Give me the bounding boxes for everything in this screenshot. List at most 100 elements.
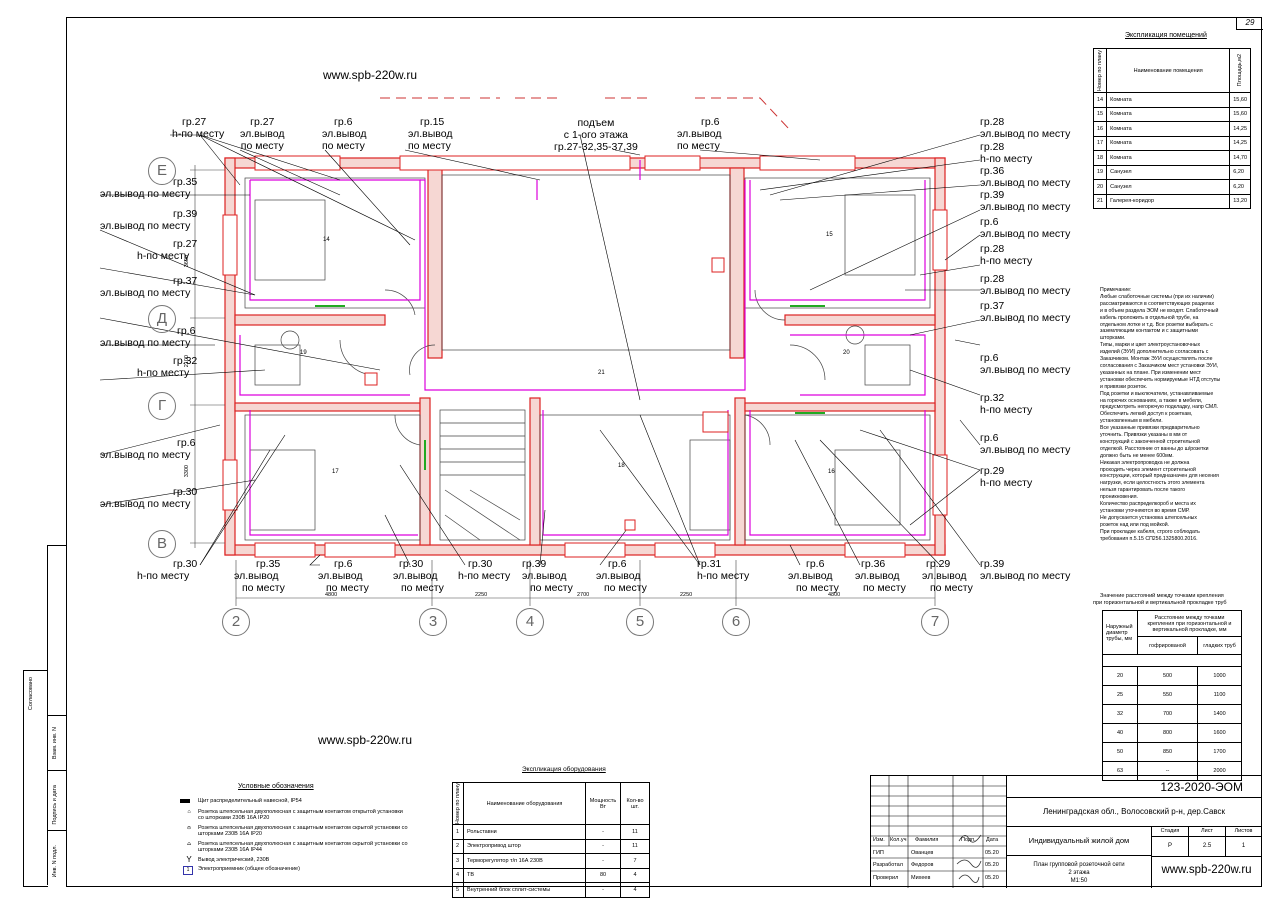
axis-marker-3: 3 — [419, 608, 447, 636]
notes-line: Под розетки и выключатели, устанавливаем… — [1100, 390, 1214, 397]
notes-line: указанных на плане. При изменении мест — [1100, 369, 1202, 376]
wet-socket-icon: ⌓ — [186, 840, 192, 847]
notes-line: согласования с Заказчиком мест установки… — [1100, 362, 1219, 369]
notes-line: требования п.5.15 СП256.1325800.2016. — [1100, 535, 1198, 542]
notes-line: Количество распределкороб и места их — [1100, 501, 1196, 508]
pipe-table-title2: при горизонтальной и вертикальной прокла… — [1093, 600, 1227, 606]
room-number: 16 — [828, 469, 835, 475]
watermark-bottom: www.spb-220w.ru — [318, 733, 413, 747]
address: Ленинградская обл., Волосовский р-н, дер… — [1007, 798, 1261, 827]
panel-icon — [180, 799, 190, 803]
site-url: www.spb-220w.ru — [1161, 864, 1252, 876]
notes-line: проходить через элемент строительной — [1100, 466, 1196, 473]
dim-bottom: 4800 — [325, 592, 338, 598]
notes-line: заземляющим контактом и с защитными — [1100, 328, 1198, 335]
notes-line: Никакая электропроводка не должна — [1100, 459, 1190, 466]
notes-line: установки обеспечить нормируемые НТД отс… — [1100, 376, 1221, 383]
notes-line: конструкции, который предназначен для не… — [1100, 473, 1219, 480]
side-stamp-cols: Взам. инв. N Подпись и дата Инв. N подл. — [47, 545, 67, 885]
notes-line: рассматриваются в соответствующих раздел… — [1100, 300, 1215, 307]
notes-line: Типы, марки и цвет электроустановочных — [1100, 342, 1201, 349]
notes-line: установки уточняются во время СМР. — [1100, 508, 1190, 514]
room-number: 18 — [618, 463, 625, 469]
notes-line: отдельном лотке и т.д. Все розетки выбир… — [1100, 321, 1213, 328]
axis-marker-v: В — [148, 530, 176, 558]
room-number: 17 — [332, 469, 339, 475]
dim-bottom: 4800 — [828, 592, 841, 598]
notes-line: и привязки розеток. — [1100, 383, 1148, 390]
notes-line: кабель проложить в отдельной трубе, на — [1100, 314, 1199, 321]
axis-marker-d: Д — [148, 305, 176, 333]
notes-line: Заказчиком. Монтаж ЭУИ осуществлять посл… — [1100, 356, 1213, 363]
notes-line: нагрузки, если целостность этого элемент… — [1100, 480, 1205, 487]
notes-line: розеток над или под мойкой. — [1100, 521, 1170, 528]
axis-marker-e: Е — [148, 157, 176, 185]
legend-item: ⌂Розетка штепсельная двухполюсная с защи… — [180, 809, 410, 822]
notes-line: нельзя гарантировать после такого — [1100, 487, 1185, 494]
sheet-frame — [66, 17, 1262, 887]
notes-line: проникновения. — [1100, 494, 1138, 501]
dim-bottom: 2250 — [475, 592, 488, 598]
notes-line: и в объем раздела ЭОМ не входят. Слабото… — [1100, 307, 1219, 314]
notes-line: Не допускается установка штепсельных — [1100, 514, 1198, 521]
dim-bottom: 2700 — [577, 592, 590, 598]
axis-marker-7: 7 — [921, 608, 949, 636]
equipment-table-title: Экспликация оборудования — [522, 766, 606, 773]
hidden-socket-icon: ⍝ — [187, 824, 191, 831]
watermark-top: www.spb-220w.ru — [323, 68, 418, 82]
axis-marker-6: 6 — [722, 608, 750, 636]
notes-line: на горючих основаниях, а также в мебели, — [1100, 397, 1203, 404]
title-block: Изм. Кол.уч Фамилия Подп. Дата ГИП Ованц… — [870, 775, 1262, 888]
pipe-table: Наружный диаметр трубы, мм Расстояние ме… — [1102, 610, 1242, 781]
notes-line: конструкций с законченной строительной — [1100, 438, 1200, 445]
legend-item: Щит распределительный навесной, IP54 — [180, 798, 410, 805]
stage-grid: Стадия Лист Листов Р 2.5 1 — [1152, 826, 1261, 857]
receiver-icon: 1 — [183, 866, 193, 875]
notes-line: шторками. — [1100, 335, 1126, 342]
open-socket-icon: ⌂ — [187, 808, 191, 815]
legend: Щит распределительный навесной, IP54 ⌂Ро… — [180, 798, 410, 875]
rooms-table: Номер по плану Наименование помещения Пл… — [1092, 48, 1251, 209]
room-number: 20 — [843, 350, 850, 356]
notes-line: должно быть не менее 600мм. — [1100, 452, 1174, 459]
notes-lines: Любые слаботочные системы (при их наличи… — [1100, 294, 1250, 543]
legend-title: Условные обозначения — [238, 783, 314, 790]
equipment-table: Номер по плану Наименование оборудования… — [452, 781, 650, 898]
side-stamp: Согласовано — [23, 670, 48, 887]
notes-line: При прокладке кабеля, строго соблюдать — [1100, 528, 1200, 535]
room-number: 15 — [826, 232, 833, 238]
stairs-note: подъем с 1-ого этажа гр.27-32,35-37,39 — [554, 117, 638, 153]
dim-bottom: 2250 — [680, 592, 693, 598]
